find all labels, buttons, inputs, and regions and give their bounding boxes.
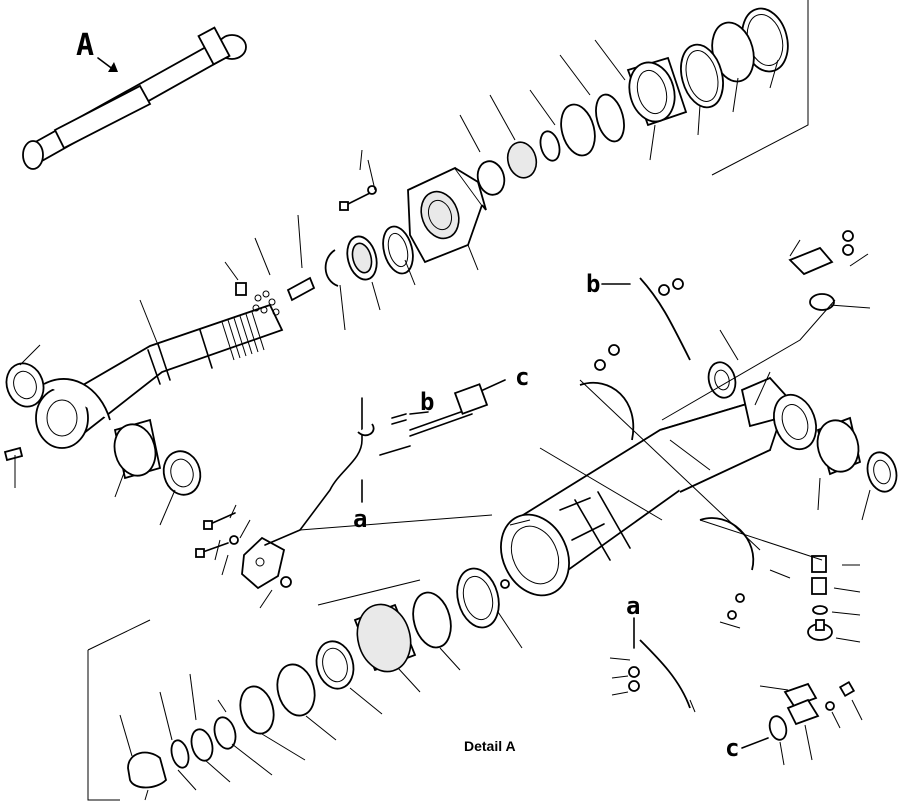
ref-label-a-mid: a xyxy=(353,505,367,533)
ref-label-c-lower: c xyxy=(725,734,739,762)
ref-label-b-mid: b xyxy=(420,388,434,416)
view-arrow-head xyxy=(108,62,118,72)
ref-arrow-c-lower xyxy=(741,737,769,749)
ref-label-c-mid: c xyxy=(515,363,529,391)
callout-lines xyxy=(14,39,871,801)
pipe-clamps xyxy=(579,230,854,709)
ref-label-b-upper: b xyxy=(586,270,600,298)
ref-label-a-lower: a xyxy=(626,592,640,620)
ref-arrow-b xyxy=(409,411,429,415)
rod-rings xyxy=(324,225,414,287)
cylinder-thumbnail xyxy=(22,26,247,170)
detail-a-parts xyxy=(768,680,856,741)
piping xyxy=(299,379,506,531)
piston-assembly xyxy=(127,567,510,789)
flange-block xyxy=(195,512,301,590)
head-bolt xyxy=(339,185,377,211)
top-seal-group xyxy=(476,7,789,196)
cylinder-head xyxy=(407,166,487,264)
bottom-end-parts xyxy=(707,293,898,641)
caption-detail-a: Detail A xyxy=(464,738,516,754)
section-lines xyxy=(87,0,836,801)
view-label-a: A xyxy=(76,28,94,63)
rod-nut-parts xyxy=(235,276,316,316)
piston-rod xyxy=(35,303,284,449)
rod-end-bushing xyxy=(3,362,202,496)
cylinder-tube xyxy=(500,376,817,597)
